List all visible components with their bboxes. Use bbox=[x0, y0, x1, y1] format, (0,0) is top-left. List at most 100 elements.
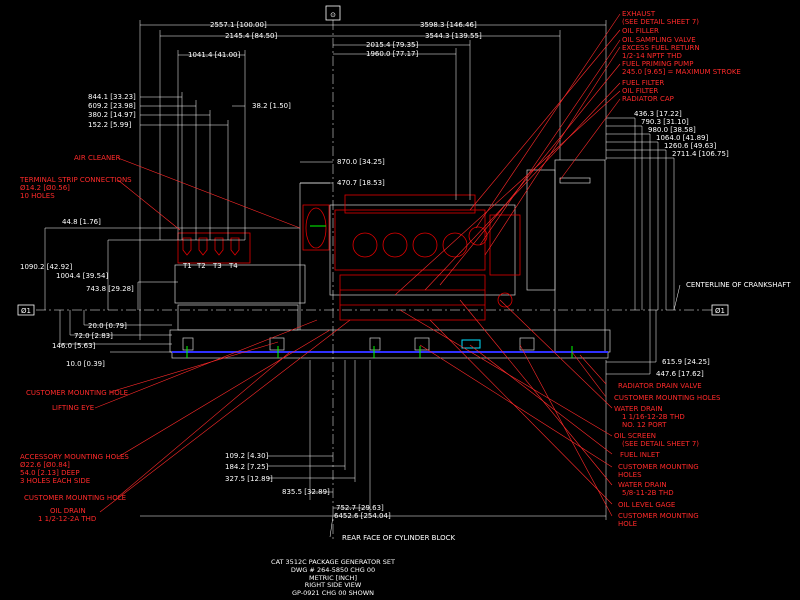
dim-bottom-6: 6452.6 [254.04] bbox=[334, 512, 391, 520]
callout-fuel-inlet: FUEL INLET bbox=[620, 451, 660, 459]
oil-pan bbox=[339, 274, 486, 321]
mount-pad-2 bbox=[369, 337, 381, 351]
mount-pad-3 bbox=[414, 337, 430, 351]
machine-outline bbox=[169, 159, 611, 359]
callout-radiator-drain: RADIATOR DRAIN VALVE bbox=[618, 382, 702, 390]
dim-left-v-1: 44.8 [1.76] bbox=[62, 218, 101, 226]
callout-lifting-eye: LIFTING EYE bbox=[52, 404, 94, 412]
callout-oil-drain-2: 1 1/2-12-2A THD bbox=[38, 515, 96, 523]
radiator-frame bbox=[526, 169, 556, 291]
callout-water-drain2-1: WATER DRAIN bbox=[618, 481, 667, 489]
dim-bottom-3: 327.5 [12.89] bbox=[225, 475, 273, 483]
callout-mounting3-1: CUSTOMER MOUNTING bbox=[618, 512, 699, 520]
dim-right-v-6: 2711.4 [106.75] bbox=[672, 150, 729, 158]
dim-top-7: 1041.4 [41.00] bbox=[188, 51, 240, 59]
callout-exhaust-2: (SEE DETAIL SHEET 7) bbox=[622, 18, 699, 26]
dim-left-v-5: 20.0 [0.79] bbox=[88, 322, 127, 330]
dim-left-small-3: 380.2 [14.97] bbox=[88, 111, 136, 119]
dim-left-v-4: 743.8 [29.28] bbox=[86, 285, 134, 293]
cylinder-3 bbox=[412, 232, 438, 258]
callout-radiator-cap: RADIATOR CAP bbox=[622, 95, 674, 103]
datum-markers: ⊙ Ø1 Ø1 bbox=[17, 5, 729, 316]
water-pump bbox=[497, 292, 513, 308]
callout-crankshaft: CENTERLINE OF CRANKSHAFT bbox=[686, 281, 791, 289]
dim-bottom-5: 752.7 [29.63] bbox=[336, 504, 384, 512]
callout-oil-filler: OIL FILLER bbox=[622, 27, 659, 35]
mount-pad-1 bbox=[269, 337, 285, 351]
terminal-t2: T2 bbox=[196, 262, 206, 270]
dim-left-small-1: 844.1 [33.23] bbox=[88, 93, 136, 101]
terminal-box bbox=[177, 232, 251, 264]
dim-top-2: 3598.3 [146.46] bbox=[420, 21, 477, 29]
dim-top-4: 3544.3 [139.55] bbox=[425, 32, 482, 40]
dim-right-v-2: 790.3 [31.10] bbox=[641, 118, 689, 126]
accessory-drive bbox=[489, 214, 521, 276]
rear-face-label: REAR FACE OF CYLINDER BLOCK bbox=[342, 534, 456, 542]
cylinder-4 bbox=[442, 232, 468, 258]
dim-top-1: 2557.1 [100.00] bbox=[210, 21, 267, 29]
callout-accessory-3: 54.0 [2.13] DEEP bbox=[20, 469, 80, 477]
callout-oil-level: OIL LEVEL GAGE bbox=[618, 501, 675, 509]
terminal-t3: T3 bbox=[212, 262, 222, 270]
callout-mounting2-1: CUSTOMER MOUNTING bbox=[618, 463, 699, 471]
datum-right-label: Ø1 bbox=[715, 307, 725, 315]
callout-fuel-priming-2: 245.0 [9.65] = MAXIMUM STROKE bbox=[622, 68, 741, 76]
engine-block-outline bbox=[329, 204, 516, 296]
title-line-5: GP-0921 CHG 00 SHOWN bbox=[292, 589, 374, 597]
dim-left-v-8: 10.0 [0.39] bbox=[66, 360, 105, 368]
dim-mid-1: 870.0 [34.25] bbox=[337, 158, 385, 166]
callout-exhaust-1: EXHAUST bbox=[622, 10, 656, 18]
dim-left-small-4: 152.2 [5.99] bbox=[88, 121, 132, 129]
dim-right-v-4: 1064.0 [41.89] bbox=[656, 134, 708, 142]
dim-top-5: 2015.4 [79.35] bbox=[366, 41, 418, 49]
callout-oil-screen-2: (SEE DETAIL SHEET 7) bbox=[622, 440, 699, 448]
dim-left-small-2: 609.2 [23.98] bbox=[88, 102, 136, 110]
callout-excess-fuel-1: EXCESS FUEL RETURN bbox=[622, 44, 700, 52]
leader-lines bbox=[94, 13, 621, 517]
callout-water-drain1-1: WATER DRAIN bbox=[614, 405, 663, 413]
callout-mounting-hole-2: CUSTOMER MOUNTING HOLE bbox=[24, 494, 126, 502]
cylinder-1 bbox=[352, 232, 378, 258]
terminal-t1: T1 bbox=[182, 262, 192, 270]
dim-left-v-2: 1090.2 [42.92] bbox=[20, 263, 72, 271]
callout-oil-filter: OIL FILTER bbox=[622, 87, 658, 95]
dimension-lines bbox=[44, 20, 675, 520]
dim-right-v-1: 436.3 [17.22] bbox=[634, 110, 682, 118]
cylinder-2 bbox=[382, 232, 408, 258]
dim-right-v-5: 1260.6 [49.63] bbox=[664, 142, 716, 150]
dim-right-v-3: 980.0 [38.58] bbox=[648, 126, 696, 134]
title-line-2: DWG # 264-5850 CHG 00 bbox=[291, 566, 375, 574]
callout-fuel-priming-1: FUEL PRIMING PUMP bbox=[622, 60, 693, 68]
callout-mounting2-2: HOLES bbox=[618, 471, 642, 479]
callout-excess-fuel-2: 1/2-14 NPTF THD bbox=[622, 52, 682, 60]
callout-water-drain2-2: 5/8-11-2B THD bbox=[622, 489, 674, 497]
callout-accessory-4: 3 HOLES EACH SIDE bbox=[20, 477, 90, 485]
fuel-inlet-fitting bbox=[461, 339, 481, 349]
dim-bottom-1: 109.2 [4.30] bbox=[225, 452, 269, 460]
dim-left-v-3: 1004.4 [39.54] bbox=[56, 272, 108, 280]
dim-right-v-8: 447.6 [17.62] bbox=[656, 370, 704, 378]
terminal-t4: T4 bbox=[228, 262, 238, 270]
callout-accessory-1: ACCESSORY MOUNTING HOLES bbox=[20, 453, 129, 461]
dim-top-3: 2145.4 [84.50] bbox=[225, 32, 277, 40]
dim-left-v-7: 146.0 [5.63] bbox=[52, 342, 96, 350]
radiator-cap-block bbox=[559, 177, 591, 184]
dim-top-6: 1960.0 [77.17] bbox=[366, 50, 418, 58]
base-frame bbox=[169, 329, 611, 353]
callout-mounting3-2: HOLE bbox=[618, 520, 637, 528]
callout-accessory-2: Ø22.6 [Ø0.84] bbox=[20, 461, 70, 469]
title-line-3: METRIC [INCH] bbox=[309, 574, 357, 582]
title-block: CAT 3512C PACKAGE GENERATOR SET DWG # 26… bbox=[271, 558, 395, 597]
datum-top-label: ⊙ bbox=[330, 11, 336, 19]
callout-air-cleaner: AIR CLEANER bbox=[74, 154, 121, 162]
generator-lower bbox=[177, 304, 299, 331]
callout-terminal-2: Ø14.2 [Ø0.56] bbox=[20, 184, 70, 192]
centerlines bbox=[36, 20, 712, 540]
dim-bottom-4: 835.5 [32.89] bbox=[282, 488, 330, 496]
dim-bottom-2: 184.2 [7.25] bbox=[225, 463, 269, 471]
callout-mounting-holes: CUSTOMER MOUNTING HOLES bbox=[614, 394, 721, 402]
callout-fuel-filter: FUEL FILTER bbox=[622, 79, 664, 87]
mount-pad-4 bbox=[519, 337, 535, 351]
